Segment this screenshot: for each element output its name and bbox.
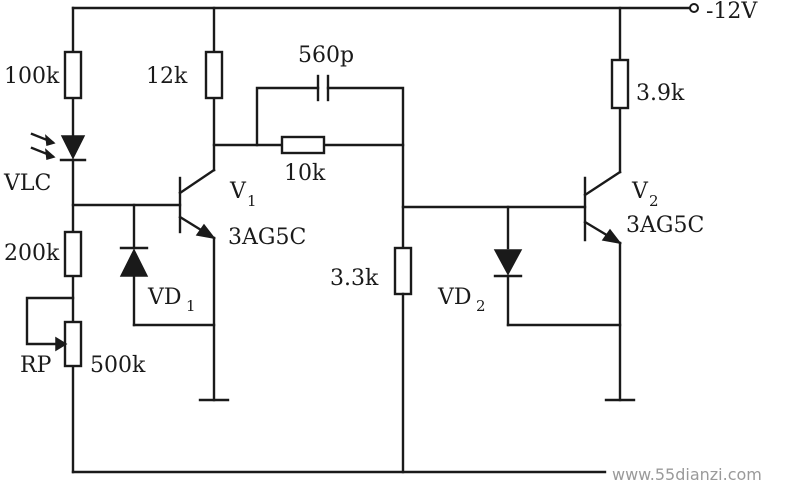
resistor-10k: [280, 135, 326, 155]
resistor-3-9k: [610, 58, 630, 110]
capacitor-label: 560p: [298, 43, 354, 68]
resistor-3-3k-label: 3.3k: [330, 266, 379, 291]
supply-label: -12V: [706, 0, 758, 24]
transistor-v2: [583, 170, 622, 245]
transistor-v1-model: 3AG5C: [228, 225, 306, 250]
transistor-v2-sub: 2: [649, 192, 659, 210]
resistor-200k-label: 200k: [4, 241, 60, 266]
diode-vd2: [493, 249, 523, 278]
potentiometer-value: 500k: [90, 353, 146, 378]
v2-base-wiring: [401, 205, 622, 327]
v1-collector-emitter-wiring: [198, 6, 230, 402]
resistor-100k-label: 100k: [4, 64, 60, 89]
photodiode-label: VLC: [3, 171, 51, 196]
potentiometer-rp: [25, 296, 83, 368]
resistor-3-9k-label: 3.9k: [636, 81, 685, 106]
capacitor-560p: [316, 74, 330, 102]
resistor-12k: [204, 50, 224, 100]
photodiode-vlc: [30, 132, 87, 162]
resistor-12k-label: 12k: [146, 64, 188, 89]
v2-collector-emitter-wiring: [604, 6, 636, 402]
transistor-v2-model: 3AG5C: [626, 213, 704, 238]
diode-vd1-name: VD: [147, 285, 182, 310]
resistor-100k: [63, 50, 83, 100]
diode-vd1: [119, 246, 149, 277]
potentiometer-name: RP: [20, 353, 52, 378]
transistor-v1-sub: 1: [247, 192, 257, 210]
v1-base-wiring: [71, 203, 216, 327]
transistor-v1: [178, 168, 216, 240]
diode-vd2-sub: 2: [476, 297, 486, 315]
transistor-v1-name: V: [229, 179, 247, 204]
resistor-3-3k: [393, 246, 413, 296]
resistor-10k-label: 10k: [284, 161, 326, 186]
transistor-v2-name: V: [631, 179, 649, 204]
coupling-wiring: [212, 86, 405, 250]
diode-vd2-name: VD: [437, 285, 472, 310]
diode-vd1-sub: 1: [186, 297, 196, 315]
supply-rail: [71, 3, 699, 13]
watermark-text: www.55dianzi.com: [612, 465, 762, 484]
resistor-200k: [63, 230, 83, 278]
